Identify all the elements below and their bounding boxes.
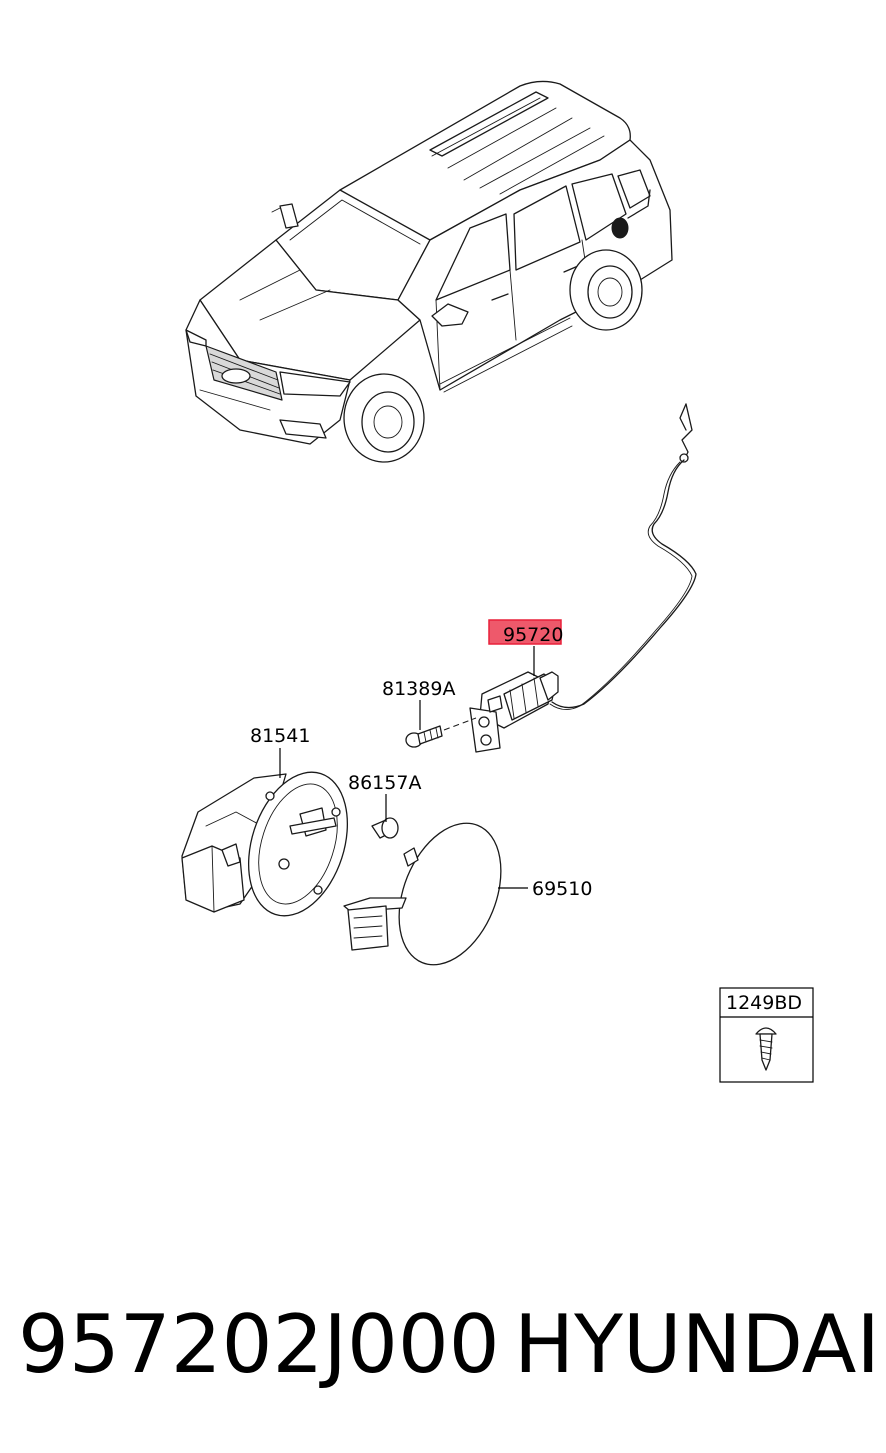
callout-86157a: 86157A (348, 772, 421, 794)
screw-icon (755, 1027, 777, 1071)
bumper-illustration (371, 817, 399, 839)
callout-81541: 81541 (250, 725, 310, 747)
callout-highlight-box (488, 619, 562, 645)
callout-69510: 69510 (532, 878, 592, 900)
lock-actuator-illustration (469, 671, 559, 753)
part-number: 957202J000 (18, 1298, 500, 1391)
release-cable (549, 403, 697, 710)
brand-name: HYUNDAI (514, 1298, 880, 1391)
bolt-illustration (405, 717, 477, 748)
legend-box-label: 1249BD (726, 992, 802, 1014)
callout-95720: 95720 (503, 624, 563, 646)
filler-housing-illustration (181, 771, 349, 917)
leader-lines (279, 646, 535, 889)
footer: 957202J000 HYUNDAI (0, 1290, 886, 1410)
legend-box-1249bd: 1249BD (719, 987, 814, 1083)
suv-illustration (185, 80, 673, 463)
fuel-door-illustration (343, 822, 502, 966)
callout-81389a: 81389A (382, 678, 455, 700)
